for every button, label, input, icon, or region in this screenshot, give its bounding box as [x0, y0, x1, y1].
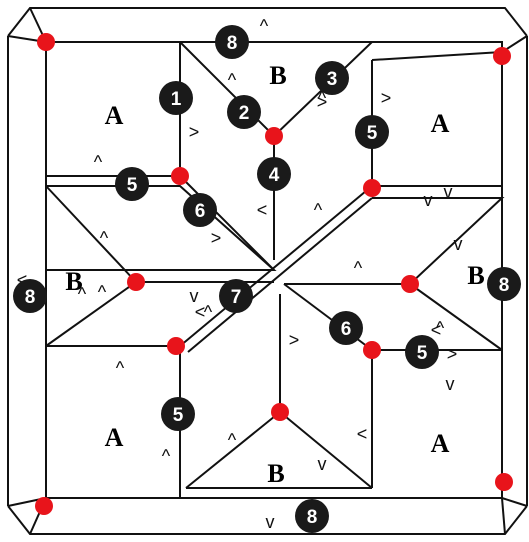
arrow-mark: v — [318, 454, 327, 474]
arrow-mark: < — [195, 302, 206, 322]
step-badge-number: 6 — [195, 201, 206, 222]
junction-dot — [37, 33, 55, 51]
arrow-mark: ^ — [162, 446, 171, 466]
junction-dot — [127, 273, 145, 291]
junction-dot — [265, 127, 283, 145]
junction-dot — [363, 179, 381, 197]
arrow-mark: ^ — [98, 282, 107, 302]
step-badge-5-bottom-right: 5 — [405, 335, 439, 369]
patch-label-top-center: B — [269, 61, 286, 90]
step-badge-number: 8 — [307, 507, 318, 528]
patch-label-bottom-right: A — [431, 429, 450, 458]
junction-dot — [493, 47, 511, 65]
step-badge-5-top-left: 5 — [115, 167, 149, 201]
step-badge-number: 5 — [127, 175, 138, 196]
arrow-mark: v — [266, 512, 275, 532]
arrow-mark: ^ — [100, 228, 109, 248]
arrow-marks: ^ ^ > > ^ > ^ < ^ > < v ^ ^ v ^ ^ ^ > ^ … — [17, 16, 520, 532]
patch-label-middle-right: B — [467, 261, 484, 290]
patch-label-bottom-left: A — [105, 423, 124, 452]
arrow-mark: v — [444, 182, 453, 202]
step-badges: 1 2 3 4 5 5 5 5 — [13, 25, 521, 533]
step-badge-5-bottom-left: 5 — [161, 397, 195, 431]
arrow-mark: > — [447, 344, 458, 364]
junction-dots — [35, 33, 513, 515]
step-badge-8-right: 8 — [487, 267, 521, 301]
arrow-mark: ^ — [318, 88, 327, 108]
step-badge-8-top: 8 — [215, 25, 249, 59]
step-badge-number: 7 — [231, 287, 242, 308]
step-badge-number: 5 — [417, 343, 428, 364]
step-badge-number: 2 — [239, 103, 250, 124]
arrow-mark: ^ — [354, 258, 363, 278]
step-badge-number: 5 — [367, 123, 378, 144]
step-badge-number: 1 — [171, 89, 182, 110]
arrow-mark: ^ — [78, 284, 87, 304]
arrow-mark: ^ — [204, 302, 213, 322]
junction-dot — [167, 337, 185, 355]
arrow-mark: > — [189, 122, 200, 142]
arrow-mark: ^ — [228, 430, 237, 450]
step-badge-7: 7 — [219, 279, 253, 313]
arrow-mark: > — [317, 92, 328, 112]
step-badge-8-left: 8 — [13, 279, 47, 313]
arrow-mark: > — [289, 330, 300, 350]
arrow-mark: < — [431, 320, 442, 340]
arrow-mark: ^ — [116, 358, 125, 378]
patch-label-top-right: A — [431, 109, 450, 138]
arrow-mark: v — [424, 190, 433, 210]
step-badge-1: 1 — [159, 81, 193, 115]
arrow-mark: ^ — [436, 318, 445, 338]
arrow-mark: < — [357, 424, 368, 444]
junction-dot — [363, 341, 381, 359]
step-badge-4: 4 — [257, 157, 291, 191]
step-badge-6-bottom: 6 — [329, 311, 363, 345]
step-badge-number: 8 — [25, 287, 36, 308]
arrow-mark: < — [257, 200, 268, 220]
arrow-mark: < — [17, 270, 28, 290]
arrow-mark: > — [381, 88, 392, 108]
junction-dot — [495, 473, 513, 491]
step-badge-number: 6 — [341, 319, 352, 340]
patch-label-bottom-center: B — [267, 459, 284, 488]
patch-label-middle-left: B — [65, 267, 82, 296]
arrow-mark: ^ — [228, 70, 237, 90]
arrow-mark: v — [454, 234, 463, 254]
arrow-mark: ^ — [314, 200, 323, 220]
junction-dot — [171, 167, 189, 185]
arrow-mark: ^ — [260, 16, 269, 36]
step-badge-number: 3 — [327, 69, 338, 90]
step-badge-3: 3 — [315, 61, 349, 95]
junction-dot — [401, 275, 419, 293]
arrow-mark: v — [446, 374, 455, 394]
patch-labels: A B A B B A B A — [65, 61, 484, 488]
junction-dot — [271, 403, 289, 421]
step-badge-2: 2 — [227, 95, 261, 129]
patch-label-top-left: A — [105, 101, 124, 130]
step-badge-8-bottom: 8 — [295, 499, 329, 533]
arrow-mark: v — [190, 286, 199, 306]
step-badge-5-top-right: 5 — [355, 115, 389, 149]
step-badge-6-top: 6 — [183, 193, 217, 227]
junction-dot — [35, 497, 53, 515]
step-badge-number: 5 — [173, 405, 184, 426]
step-badge-number: 8 — [499, 275, 510, 296]
arrow-mark: ^ — [94, 152, 103, 172]
step-badge-number: 4 — [269, 165, 280, 186]
step-badge-number: 8 — [227, 33, 238, 54]
arrow-mark: > — [211, 228, 222, 248]
